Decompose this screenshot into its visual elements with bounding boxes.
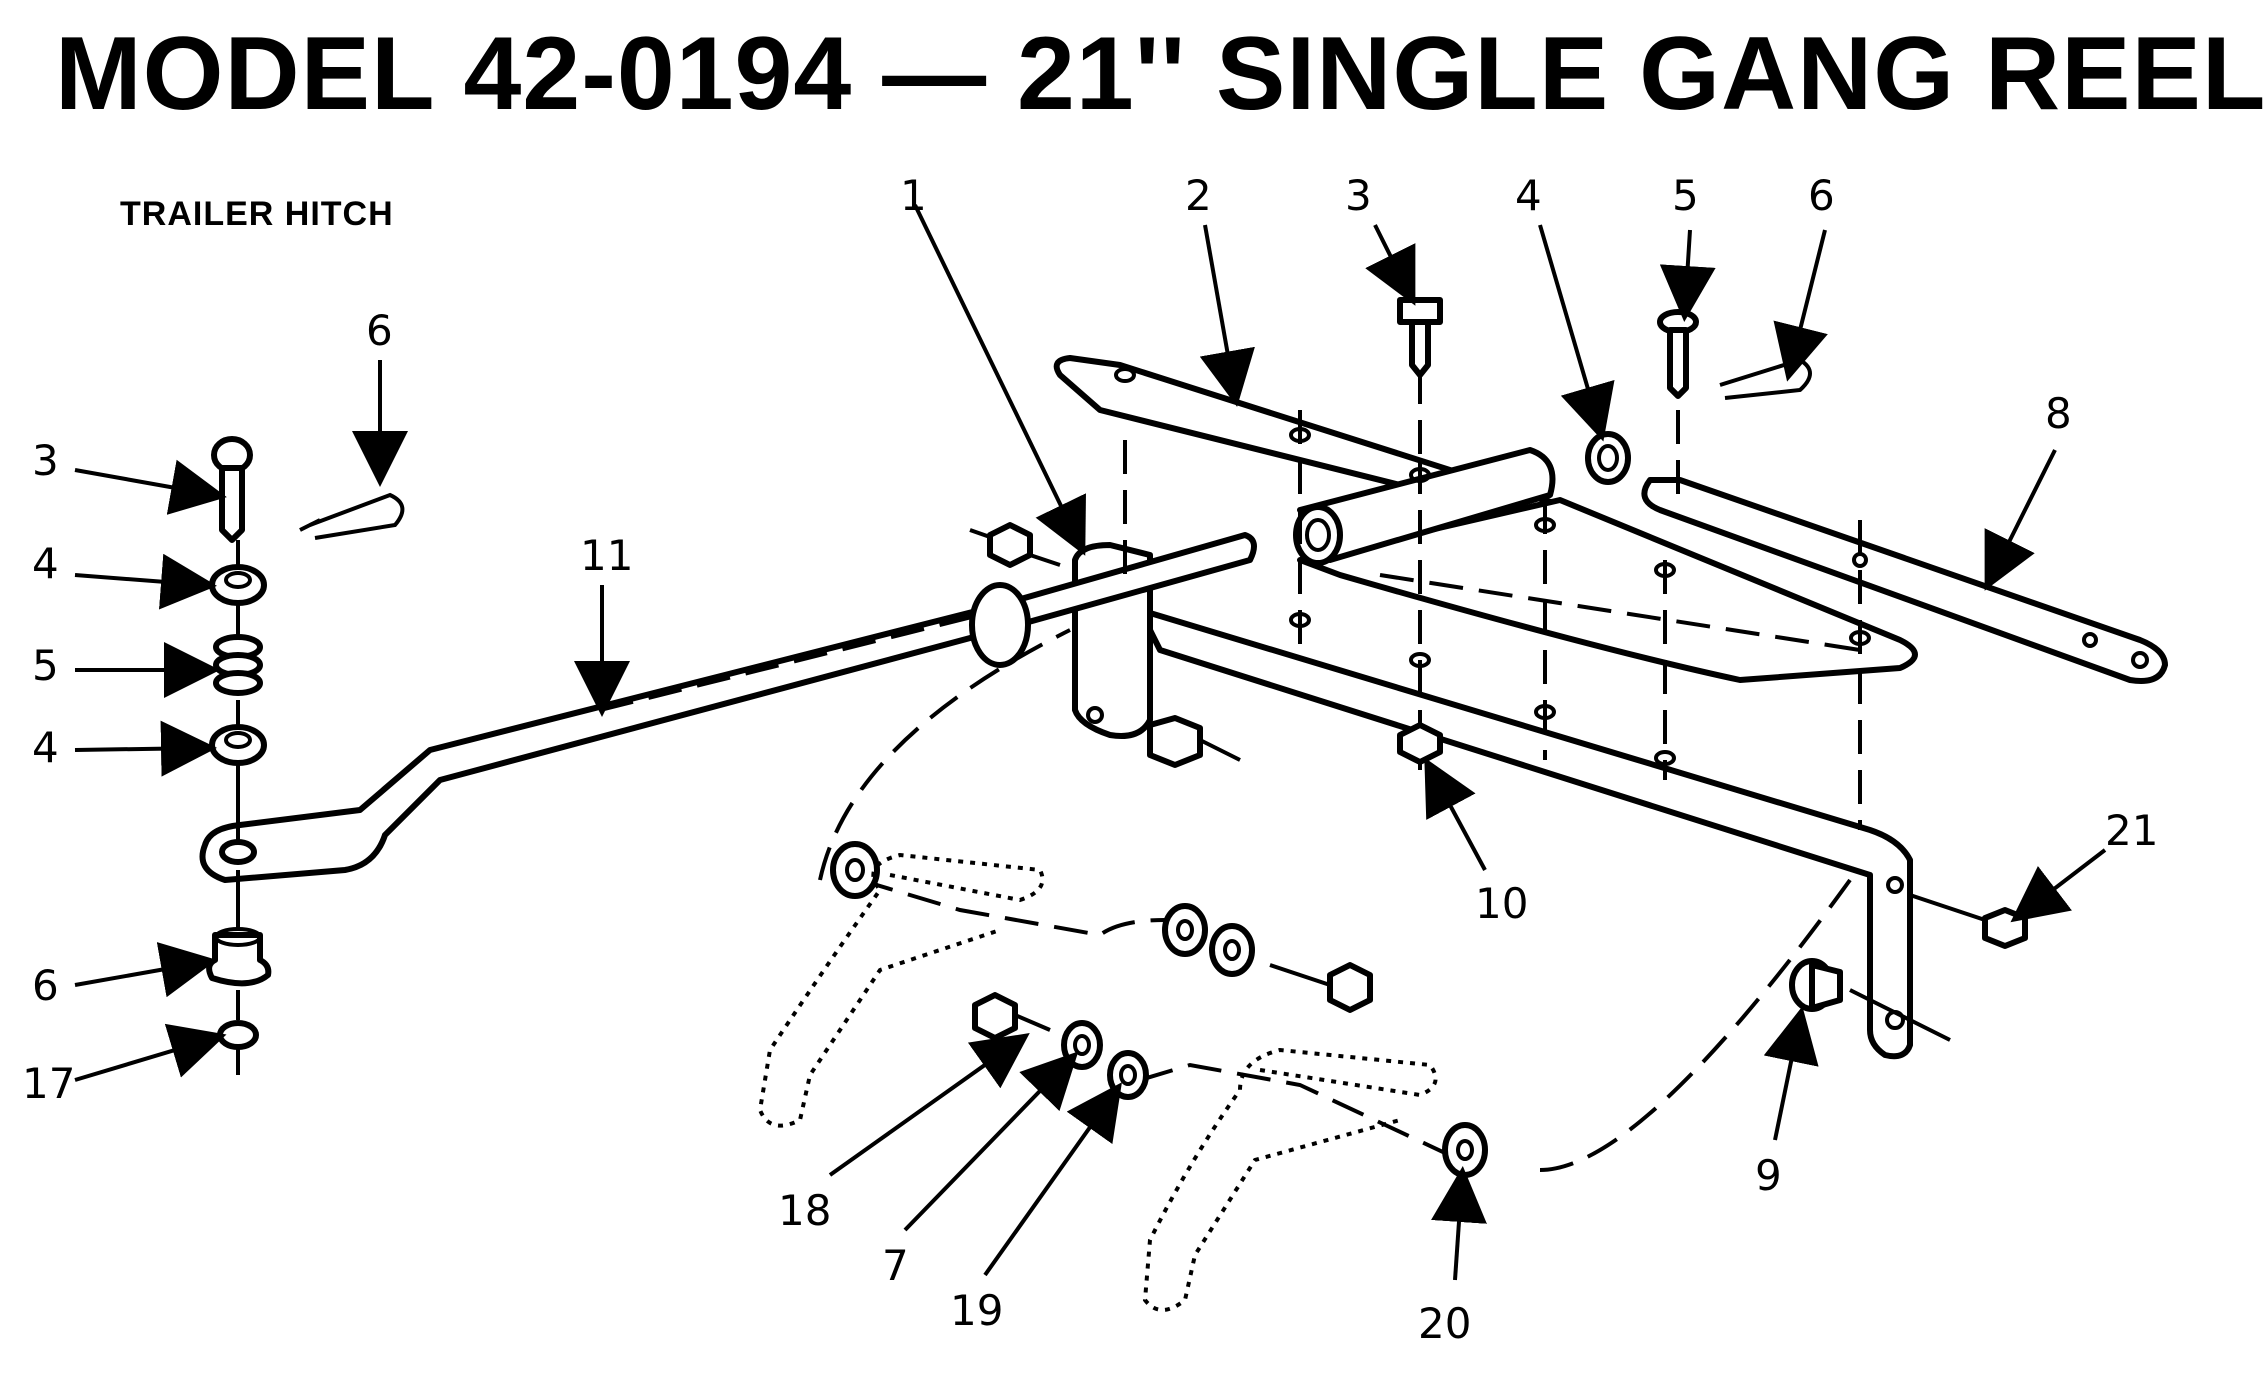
exploded-parts-diagram: 1 2 3 4 5 6 8 3 4 5 4 6 17 11 10 21 9 18… <box>22 171 2168 1348</box>
callout-21: 21 <box>2105 806 2158 855</box>
flanged-bushing-6 <box>206 927 272 987</box>
callout-labels: 1 2 3 4 5 6 8 3 4 5 4 6 17 11 10 21 9 18… <box>22 171 2158 1348</box>
callout-19: 19 <box>950 1286 1003 1335</box>
spacer-4-bottom <box>209 724 267 766</box>
callout-1: 1 <box>900 171 927 220</box>
washers-right <box>1162 903 1255 977</box>
frame-holes <box>1114 367 1871 766</box>
hairpin-clip-6-top <box>1719 357 1812 400</box>
diagram-subtitle: TRAILER HITCH <box>120 195 394 233</box>
spring-5 <box>213 634 263 696</box>
axis-21 <box>1909 893 1986 922</box>
washer-19 <box>1107 1050 1149 1100</box>
hex-bolt-18 <box>972 992 1051 1041</box>
spacer-4-top-frame <box>1585 431 1631 485</box>
hitch-pin-3 <box>211 436 253 543</box>
callout-8: 8 <box>2045 389 2072 438</box>
callout-10: 10 <box>1475 879 1528 928</box>
callout-3: 3 <box>1345 171 1372 220</box>
callout-5: 5 <box>1672 171 1699 220</box>
carriage-bolt-5 <box>1657 309 1699 399</box>
leader-lines <box>74 204 2107 1281</box>
reel-arm-left-outline <box>757 852 1045 1128</box>
axis-9 <box>1849 988 1951 1042</box>
callout-4: 4 <box>1515 171 1542 220</box>
callout-6-left-clip: 6 <box>366 306 393 355</box>
triangular-plate <box>1297 497 1918 683</box>
washer-20-left <box>830 841 880 899</box>
callout-4-lower-left: 4 <box>32 723 59 772</box>
washer-20 <box>1442 1122 1488 1178</box>
callout-6: 6 <box>1808 171 1835 220</box>
hairpin-clip-6 <box>299 492 405 540</box>
callout-4-upper-left: 4 <box>32 539 59 588</box>
bolt-3-top <box>1397 297 1443 378</box>
callout-3-left: 3 <box>32 436 59 485</box>
callout-11: 11 <box>580 531 633 580</box>
reel-arm-right-outline <box>1142 1047 1438 1312</box>
callout-5-left: 5 <box>32 641 59 690</box>
callout-2: 2 <box>1185 171 1212 220</box>
callout-17: 17 <box>22 1059 75 1108</box>
tube-bushing <box>1293 447 1556 566</box>
callout-9: 9 <box>1755 1151 1782 1200</box>
diagram-title: MODEL 42-0194 — 21'' SINGLE GANG REEL <box>55 16 2266 132</box>
nut-21 <box>1982 907 2028 949</box>
lock-nut-left <box>987 522 1033 568</box>
spacer-4-top <box>209 564 267 606</box>
hitch-bar-11 <box>199 532 1257 883</box>
bushing-9 <box>1789 958 1843 1012</box>
hex-bolt-right <box>1269 962 1373 1013</box>
shoulder-bolt <box>1147 715 1241 768</box>
callout-18: 18 <box>778 1186 831 1235</box>
callout-6-left: 6 <box>32 961 59 1010</box>
nut-axis <box>969 528 1061 567</box>
washer-17 <box>217 1020 259 1050</box>
callout-20: 20 <box>1418 1299 1471 1348</box>
callout-7: 7 <box>882 1241 909 1290</box>
nut-10 <box>1397 722 1443 765</box>
